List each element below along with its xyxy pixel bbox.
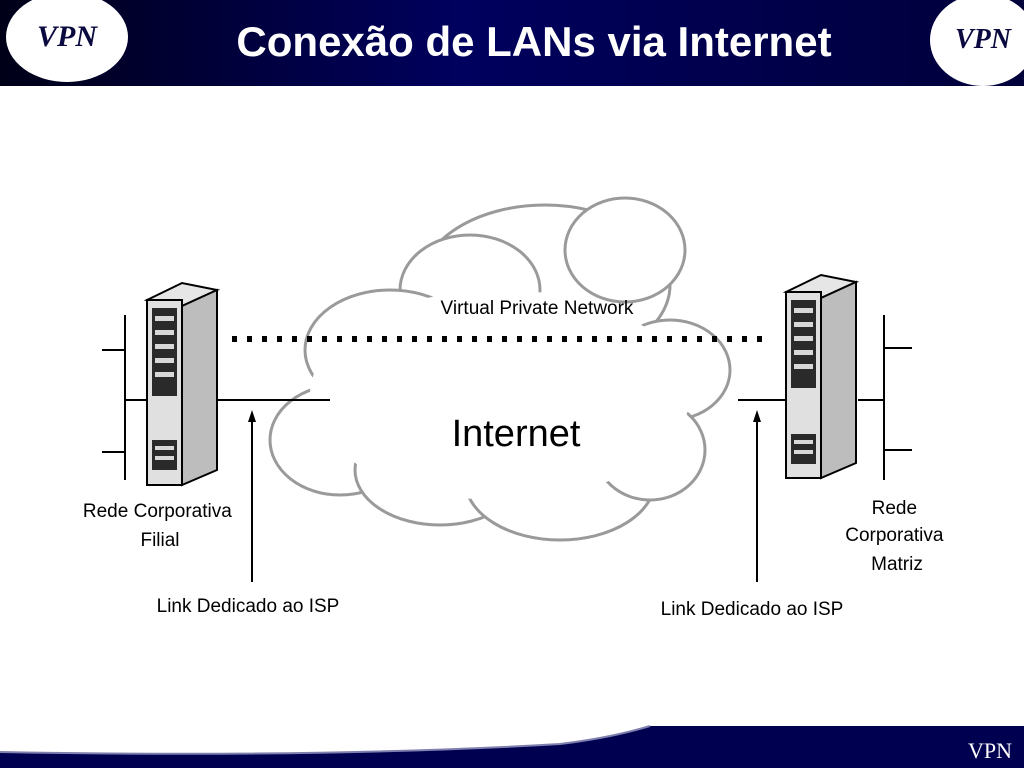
slide-title: Conexão de LANs via Internet [236, 18, 832, 65]
footer-bar: VPN [0, 722, 1024, 768]
left-network-label: Rede Corporativa Filial [83, 501, 237, 551]
right-link-label: Link Dedicado ao ISP [661, 599, 844, 620]
footer-vpn-label: VPN [967, 738, 1012, 763]
right-network-label-line1: Rede [872, 498, 917, 519]
right-network-label-line2: Corporativa [845, 525, 944, 546]
left-network-label-line2: Filial [140, 530, 179, 551]
internet-cloud [268, 196, 732, 542]
left-link-label: Link Dedicado ao ISP [157, 596, 340, 617]
header-bar: VPN Conexão de LANs via Internet VPN [0, 0, 1024, 86]
vpn-logo-left: VPN [6, 0, 128, 82]
right-server-icon [782, 273, 860, 480]
left-lan-segment [102, 315, 150, 480]
vpn-logo-left-text: VPN [37, 20, 97, 53]
vpn-logo-right: VPN [930, 0, 1024, 86]
footer-swoosh [0, 725, 1024, 768]
right-network-label-line3: Matriz [871, 554, 923, 575]
vpn-network-diagram: Virtual Private Network Internet [83, 196, 949, 620]
right-link-pointer [753, 410, 761, 582]
left-link-pointer [248, 410, 256, 582]
left-server-icon [143, 281, 221, 487]
vpn-logo-right-text: VPN [955, 24, 1011, 55]
right-network-label: Rede Corporativa Matriz [845, 498, 949, 575]
vpn-tunnel-label: Virtual Private Network [441, 298, 634, 319]
right-lan-segment [858, 315, 912, 480]
left-network-label-line1: Rede Corporativa [83, 501, 232, 522]
internet-label: Internet [452, 413, 581, 455]
